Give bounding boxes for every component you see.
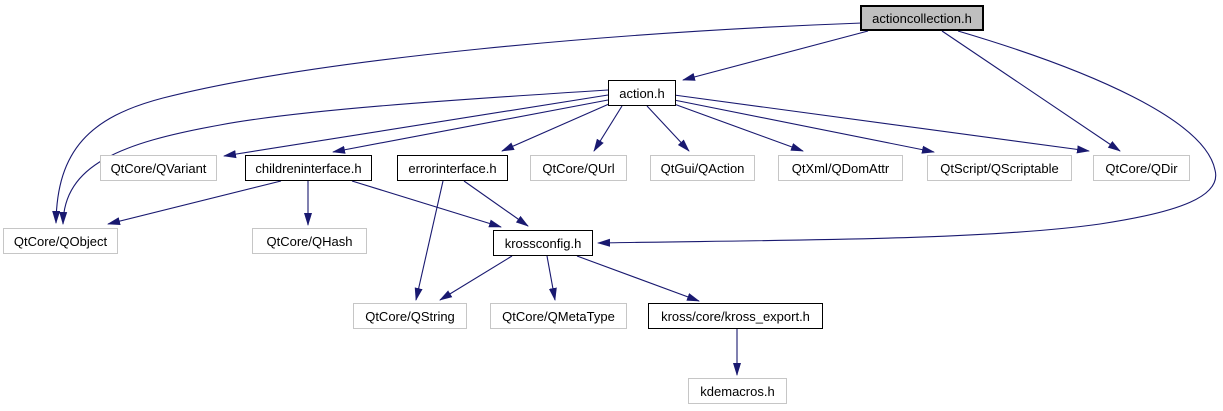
edge-errorinterface-to-krossconfig (463, 180, 529, 227)
edge-action-to-qdomattr (673, 103, 804, 152)
node-qtcore-qmetatype: QtCore/QMetaType (490, 303, 627, 329)
edge-errorinterface-to-qstring (414, 180, 444, 301)
edge-actioncollection-to-action (682, 30, 869, 81)
node-kross-core-kross-export-h[interactable]: kross/core/kross_export.h (648, 303, 823, 329)
edge-childreninterface-to-krossconfig (351, 180, 502, 228)
edge-action-to-errorinterface (501, 103, 610, 152)
node-qtgui-qaction: QtGui/QAction (650, 155, 755, 181)
edge-actioncollection-to-krossconfig (597, 30, 1217, 247)
node-action-h[interactable]: action.h (608, 80, 676, 106)
edge-krossconfig-to-qmetatype (546, 255, 557, 301)
node-qtcore-qvariant: QtCore/QVariant (100, 155, 217, 181)
edge-action-to-qaction (646, 105, 690, 152)
node-childreninterface-h[interactable]: childreninterface.h (245, 155, 372, 181)
node-qtcore-qhash: QtCore/QHash (252, 228, 367, 254)
node-krossconfig-h[interactable]: krossconfig.h (493, 230, 593, 256)
node-qtcore-qstring: QtCore/QString (353, 303, 467, 329)
edge-krossconfig-to-kross-export (576, 255, 700, 302)
node-actioncollection-h: actioncollection.h (860, 5, 984, 31)
node-qtscript-qscriptable: QtScript/QScriptable (927, 155, 1072, 181)
edge-krossconfig-to-qstring (439, 255, 513, 301)
edge-action-to-qscriptable (673, 99, 935, 154)
node-kdemacros-h: kdemacros.h (688, 378, 787, 404)
edge-actioncollection-to-qobject (52, 22, 863, 224)
edge-action-to-qobject (59, 89, 609, 225)
edge-action-to-qdir (673, 94, 1090, 154)
node-qtcore-qdir: QtCore/QDir (1093, 155, 1190, 181)
edge-childreninterface-to-qobject (107, 180, 282, 225)
node-errorinterface-h[interactable]: errorinterface.h (397, 155, 508, 181)
node-qtxml-qdomattr: QtXml/QDomAttr (778, 155, 903, 181)
edge-action-to-qvariant (223, 94, 609, 159)
node-qtcore-qurl: QtCore/QUrl (530, 155, 627, 181)
edge-action-to-qurl (593, 105, 623, 152)
edge-action-to-childreninterface (332, 99, 609, 154)
edge-actioncollection-to-qdir (941, 30, 1121, 152)
node-qtcore-qobject: QtCore/QObject (3, 228, 118, 254)
